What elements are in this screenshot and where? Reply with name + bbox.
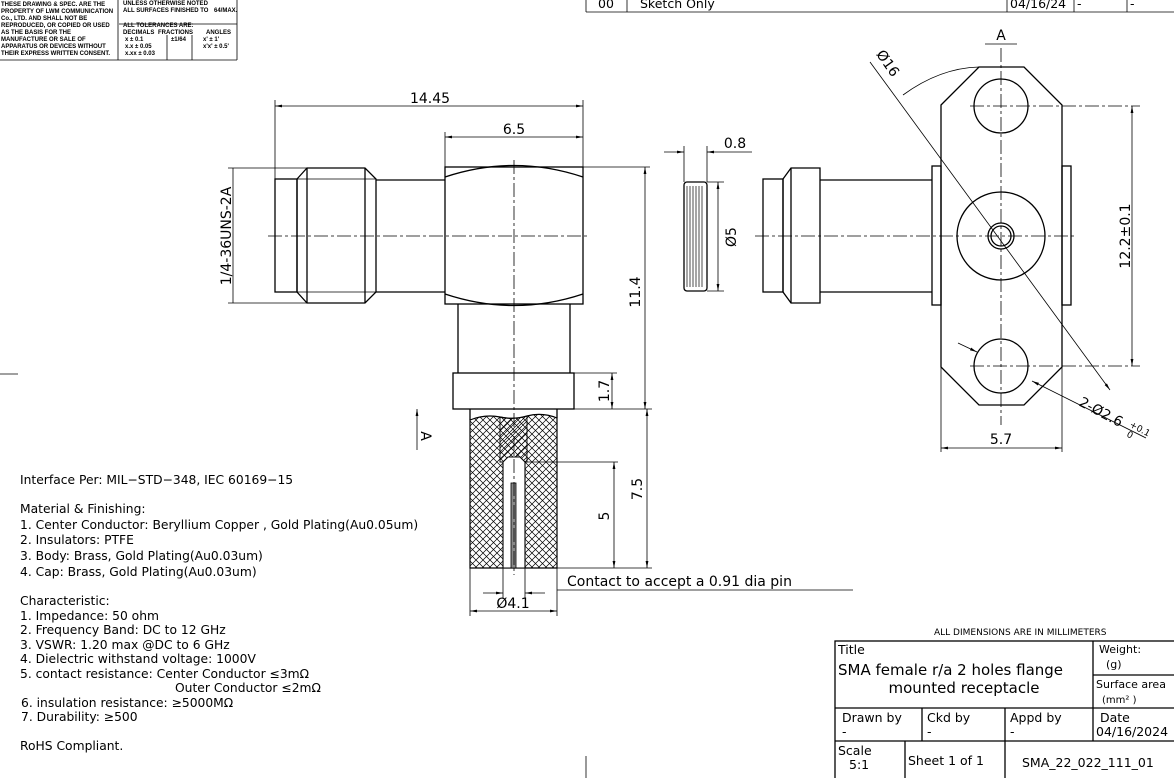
ckd-label: Ckd by bbox=[927, 710, 971, 725]
rev-col4: - bbox=[1077, 0, 1082, 11]
section-label: A bbox=[996, 28, 1006, 44]
front-view: A Ø16 12.2±0.1 5.7 2-Ø2.6 +0.1 0 bbox=[755, 28, 1151, 452]
appd-label: Appd by bbox=[1010, 710, 1062, 725]
material-item: 2. Insulators: PTFE bbox=[20, 533, 134, 547]
dim-body-width: 6.5 bbox=[503, 122, 525, 138]
dim-height: 11.4 bbox=[628, 276, 644, 307]
dim-total-depth: 7.5 bbox=[630, 478, 646, 500]
dim-hole-spacing: 12.2±0.1 bbox=[1118, 203, 1134, 268]
ckd-value: - bbox=[927, 724, 932, 739]
dim-pin-diameter: Ø4.1 bbox=[496, 596, 529, 612]
scale-value: 5:1 bbox=[849, 757, 869, 772]
notice-box: THESE DRAWING & SPEC. ARE THE PROPERTY O… bbox=[0, 0, 238, 61]
char-item: 4. Dielectric withstand voltage: 1000V bbox=[20, 652, 256, 666]
units-note: ALL DIMENSIONS ARE IN MILLIMETERS bbox=[934, 628, 1107, 638]
dim-thread: 1/4-36UNS-2A bbox=[219, 186, 235, 285]
char-item: 5. contact resistance: Center Conductor … bbox=[20, 667, 309, 681]
char-item: 2. Frequency Band: DC to 12 GHz bbox=[20, 623, 226, 637]
material-title: Material & Finishing: bbox=[20, 502, 146, 516]
title-label: Title bbox=[837, 642, 865, 657]
dim-overall-length: 14.45 bbox=[410, 91, 450, 107]
holes-tol-lower: 0 bbox=[1125, 430, 1135, 442]
dim-pin-depth: 5 bbox=[597, 512, 613, 521]
notice-line: THEIR EXPRESS WRITTEN CONSENT. bbox=[1, 51, 110, 57]
tolerance-box: UNLESS OTHERWISE NOTED ALL SURFACES FINI… bbox=[119, 1, 238, 60]
notice-line: THESE DRAWING & SPEC. ARE THE bbox=[1, 2, 105, 8]
dim-cap-diameter: Ø5 bbox=[724, 227, 740, 247]
rev-number: 00 bbox=[598, 0, 614, 11]
dim-flange-diameter: Ø16 bbox=[872, 47, 902, 80]
drawn-label: Drawn by bbox=[842, 710, 902, 725]
material-item: 3. Body: Brass, Gold Plating(Au0.03um) bbox=[20, 549, 263, 563]
rev-col5: - bbox=[1130, 0, 1135, 11]
title-line1: SMA female r/a 2 holes flange bbox=[838, 661, 1063, 679]
notice-line: REPRODUCED, OR COPIED OR USED bbox=[1, 23, 110, 29]
tol-text: x' ± 1' bbox=[203, 37, 220, 43]
material-item: 4. Cap: Brass, Gold Plating(Au0.03um) bbox=[20, 565, 257, 579]
tol-text: ±1/64 bbox=[171, 37, 187, 43]
tol-text: x ± 0.1 bbox=[125, 37, 144, 43]
title-block: ALL DIMENSIONS ARE IN MILLIMETERS Title … bbox=[834, 628, 1174, 778]
date-label: Date bbox=[1100, 710, 1130, 725]
notes: Interface Per: MIL−STD−348, IEC 60169−15… bbox=[20, 473, 418, 753]
char-item: 3. VSWR: 1.20 max @DC to 6 GHz bbox=[20, 638, 230, 652]
notice-line: APPARATUS OR DEVICES WITHOUT bbox=[1, 44, 106, 50]
tol-text: DECIMALS bbox=[123, 30, 154, 36]
surface-label: Surface area bbox=[1096, 678, 1166, 691]
drawn-value: - bbox=[842, 724, 847, 739]
drawing-number: SMA_22_022_111_01 bbox=[1022, 755, 1154, 770]
tol-text: ANGLES bbox=[206, 30, 231, 36]
char-item: Outer Conductor ≤2mΩ bbox=[175, 681, 321, 695]
tol-text: ALL TOLERANCES ARE: bbox=[123, 23, 194, 29]
weight-unit: (g) bbox=[1106, 658, 1122, 671]
char-title: Characteristic: bbox=[20, 594, 110, 608]
tol-text: ALL SURFACES FINISHED TO bbox=[123, 8, 209, 14]
side-view: 14.45 6.5 1/4-36UNS-2A 11.4 1.7 7.5 5 Co… bbox=[219, 91, 853, 616]
rohs-note: RoHS Compliant. bbox=[20, 739, 123, 753]
notice-line: AS THE BASIS FOR THE bbox=[1, 30, 71, 36]
weight-label: Weight: bbox=[1099, 643, 1141, 656]
dim-flange-width: 5.7 bbox=[990, 432, 1012, 448]
notice-line: MANUFACTURE OR SALE OF bbox=[1, 37, 86, 43]
sheet-info: Sheet 1 of 1 bbox=[908, 753, 984, 768]
dim-cap-thickness: 0.8 bbox=[724, 136, 746, 152]
cap-view: 0.8 Ø5 bbox=[664, 136, 752, 292]
tol-text: x.x ± 0.05 bbox=[125, 44, 152, 50]
revision-row: 00 Sketch Only 04/16/24 - - bbox=[585, 0, 1174, 13]
tol-text: UNLESS OTHERWISE NOTED bbox=[123, 1, 209, 7]
scale-label: Scale bbox=[838, 743, 872, 758]
interface-note: Interface Per: MIL−STD−348, IEC 60169−15 bbox=[20, 473, 293, 487]
dim-flange-thickness: 1.7 bbox=[597, 380, 613, 402]
tol-text: FRACTIONS bbox=[158, 30, 193, 36]
section-arrow-label: A bbox=[417, 431, 433, 441]
tol-text: x.xx ± 0.03 bbox=[125, 51, 156, 57]
notice-line: PROPERTY OF LWM COMMUNICATION bbox=[1, 9, 113, 15]
surface-unit: (mm² ) bbox=[1102, 695, 1137, 706]
surface-finish-symbol: 64/MAX. bbox=[214, 8, 238, 14]
char-item: 7. Durability: ≥500 bbox=[21, 710, 138, 724]
dim-holes: 2-Ø2.6 bbox=[1076, 394, 1125, 430]
char-item: 6. insulation resistance: ≥5000MΩ bbox=[21, 696, 233, 710]
contact-note: Contact to accept a 0.91 dia pin bbox=[567, 574, 792, 590]
notice-line: Co., LTD. AND SHALL NOT BE bbox=[1, 16, 87, 22]
title-line2: mounted receptacle bbox=[889, 679, 1040, 697]
rev-date: 04/16/24 bbox=[1010, 0, 1066, 11]
material-item: 1. Center Conductor: Beryllium Copper , … bbox=[20, 518, 418, 532]
tol-text: x'x' ± 0.5' bbox=[203, 44, 229, 50]
char-item: 1. Impedance: 50 ohm bbox=[20, 609, 159, 623]
appd-value: - bbox=[1010, 724, 1015, 739]
rev-description: Sketch Only bbox=[640, 0, 715, 11]
date-value: 04/16/2024 bbox=[1096, 724, 1168, 739]
